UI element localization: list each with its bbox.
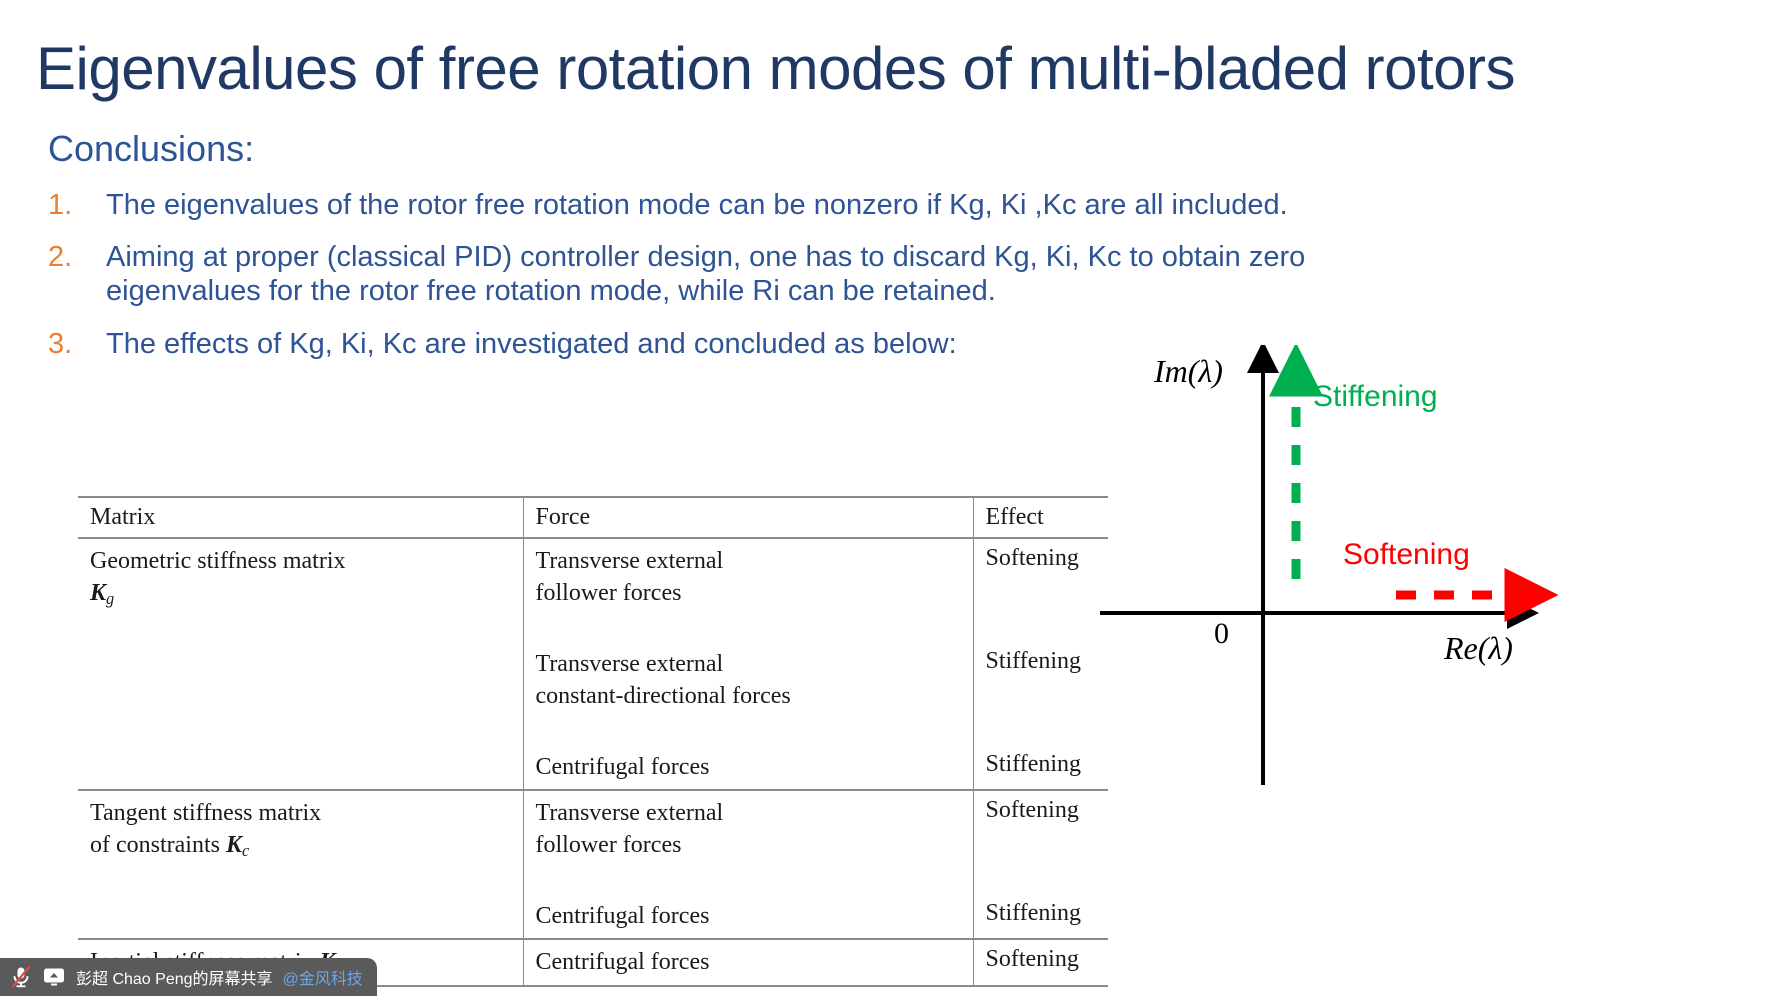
matrix-name: Geometric stiffness matrix [90,548,346,574]
table-header-row: Matrix Force Effect [78,496,1108,539]
force-line: Centrifugal forces [535,949,710,976]
cell-effect: Stiffening [972,641,1108,719]
spacer-effect [972,718,1108,745]
screen-share-icon[interactable] [42,966,66,988]
cell-effect: Stiffening [972,893,1108,940]
matrix-symbol: Kg [90,580,115,609]
microphone-muted-icon[interactable] [10,965,32,989]
cell-effect: Softening [972,788,1108,868]
list-item-number: 1. [48,189,73,221]
list-item-number: 2. [48,241,73,274]
cell-force: Centrifugal forces [522,744,973,790]
spacer-effect [972,867,1108,894]
list-item: 3. The effects of Kg, Ki, Kc are investi… [48,327,1428,361]
spacer-force [522,867,973,894]
list-item-number: 3. [48,327,73,360]
complex-plane-diagram: Im(λ) Re(λ) 0 Stiffening Softening [1100,345,1760,815]
force-line: Transverse external [535,650,724,677]
force-line: Centrifugal forces [535,753,710,780]
column-header-matrix: Matrix [78,496,523,539]
complex-plane-svg [1100,345,1559,785]
matrix-name-2: of constraints Kc [90,832,250,861]
spacer-effect [972,615,1108,642]
effects-table-container: Matrix Force Effect Geometric stiffness … [78,496,1108,988]
force-line: follower forces [535,832,682,859]
force-line: constant-directional forces [535,683,791,710]
screen-share-bar[interactable]: 彭超 Chao Peng的屏幕共享 @金风科技 [0,958,377,996]
cell-force: Transverse external follower forces [522,538,973,616]
cell-effect: Softening [972,938,1108,988]
force-line: Transverse external [535,548,724,574]
column-header-force: Force [522,496,973,539]
table-spacer-row [78,718,1108,745]
cell-force: Transverse external follower forces [522,788,973,868]
table-spacer-row [78,867,1108,894]
list-item: 1. The eigenvalues of the rotor free rot… [48,188,1428,222]
list-item-text: The effects of Kg, Ki, Kc are investigat… [106,327,957,360]
matrix-symbol: Kc [225,832,250,861]
cell-force: Centrifugal forces [522,938,973,988]
imaginary-axis-label: Im(λ) [1154,353,1223,389]
effects-table: Matrix Force Effect Geometric stiffness … [78,496,1108,988]
conclusions-heading: Conclusions: [48,128,255,169]
table-row: Centrifugal forces Stiffening [78,893,1108,940]
spacer-force [522,718,973,745]
table-row: Tangent stiffness matrix of constraints … [78,788,1108,940]
matrix-name: Tangent stiffness matrix [90,799,322,826]
table-row: Transverse external constant-directional… [78,641,1108,719]
force-line: Transverse external [535,799,724,826]
cell-force: Transverse external constant-directional… [522,641,973,719]
stiffening-label: Stiffening [1313,380,1438,413]
cell-effect: Softening [972,538,1108,616]
softening-label: Softening [1343,538,1470,571]
cell-matrix: Geometric stiffness matrix Kg [78,538,523,790]
cell-effect: Stiffening [972,744,1108,790]
list-item: 2. Aiming at proper (classical PID) cont… [48,240,1428,308]
real-axis-label: Re(λ) [1444,630,1513,666]
conclusions-list: 1. The eigenvalues of the rotor free rot… [48,188,1428,379]
column-header-effect: Effect [972,496,1108,539]
force-line: follower forces [535,580,682,607]
spacer-force [522,615,973,642]
force-line: Centrifugal forces [535,902,710,929]
page-title: Eigenvalues of free rotation modes of mu… [36,35,1515,102]
list-item-text: Aiming at proper (classical PID) control… [106,241,1306,308]
table-row: Geometric stiffness matrix Kg Transverse… [78,538,1108,616]
organization-tag: @金风科技 [282,971,363,988]
table-row: Centrifugal forces Stiffening [78,744,1108,790]
list-item-text: The eigenvalues of the rotor free rotati… [106,189,1288,221]
cell-matrix: Tangent stiffness matrix of constraints … [78,788,523,940]
presenter-name: 彭超 Chao Peng的屏幕共享 [76,971,273,988]
cell-force: Centrifugal forces [522,893,973,940]
table-spacer-row [78,615,1108,642]
origin-label: 0 [1214,617,1229,650]
